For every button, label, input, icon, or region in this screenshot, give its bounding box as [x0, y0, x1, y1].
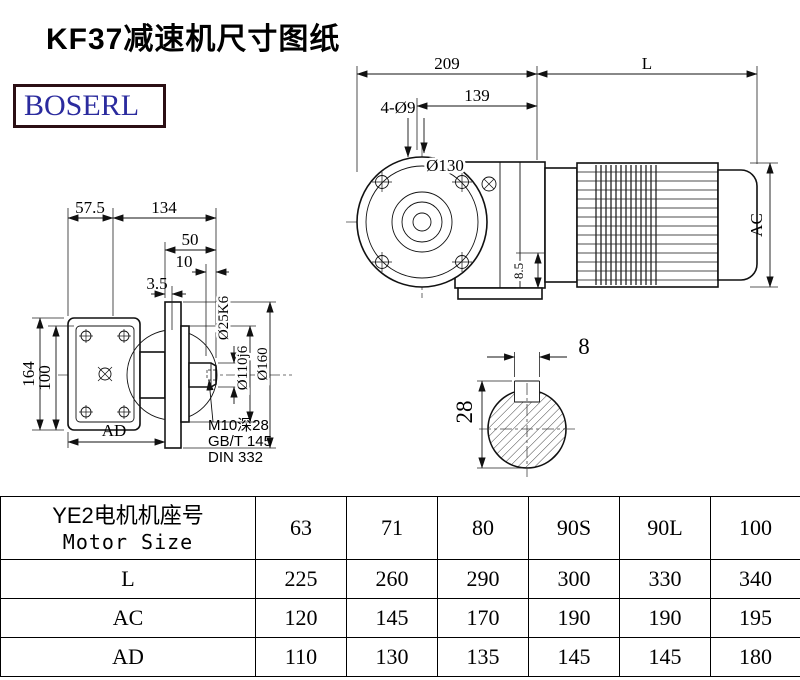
cell-AC: 145 — [346, 598, 438, 638]
cell-AD: 145 — [619, 637, 711, 677]
dim-139: 139 — [464, 86, 490, 105]
cell-L: 340 — [710, 559, 800, 599]
dim-57-5: 57.5 — [75, 198, 105, 217]
label-bolt-holes: 4-Ø9 — [381, 98, 416, 117]
label-shaft-diameter: Ø25K6 — [216, 295, 232, 340]
output-shaft — [188, 362, 217, 388]
row-label-AC: AC — [0, 598, 256, 638]
table-row-L: L 225 260 290 300 330 340 — [0, 559, 800, 599]
brand-logo: BOSERL — [13, 84, 166, 128]
cell-AD: 180 — [710, 637, 800, 677]
housing-bolts — [79, 329, 131, 419]
dim-key-height: 28 — [452, 401, 477, 424]
label-flange-diameter-front: Ø160 — [255, 347, 271, 380]
table-header-cn: YE2电机机座号 — [52, 502, 204, 528]
flange-bolt-holes — [372, 172, 472, 272]
dim-164: 164 — [19, 361, 38, 387]
label-spigot-diameter: Ø110j6 — [235, 345, 251, 390]
table-row-AD: AD 110 130 135 145 145 180 — [0, 637, 800, 677]
dim-AC: AC — [747, 213, 766, 237]
motor-end-cap — [717, 169, 758, 281]
dim-10: 10 — [176, 252, 193, 271]
dim-8-5: 8.5 — [511, 263, 526, 279]
size-col-header: 63 — [255, 496, 347, 560]
label-flange-diameter: Ø130 — [426, 156, 464, 175]
shaft-section-view: 8 28 — [452, 334, 590, 477]
cell-AC: 120 — [255, 598, 347, 638]
dim-134: 134 — [151, 198, 177, 217]
note-din-standard: DIN 332 — [208, 449, 263, 466]
cell-L: 290 — [437, 559, 529, 599]
size-col-header: 90S — [528, 496, 620, 560]
motor-stator-band — [595, 165, 657, 285]
dim-50: 50 — [182, 230, 199, 249]
cell-AC: 195 — [710, 598, 800, 638]
cell-AC: 170 — [437, 598, 529, 638]
table-header-en: Motor Size — [62, 530, 194, 555]
flange-circle — [356, 156, 488, 288]
size-col-header: 90L — [619, 496, 711, 560]
dim-209: 209 — [434, 54, 460, 73]
cell-AC: 190 — [619, 598, 711, 638]
cell-L: 330 — [619, 559, 711, 599]
table-row-AC: AC 120 145 170 190 190 195 — [0, 598, 800, 638]
motor — [544, 162, 758, 288]
motor-size-table: YE2电机机座号 Motor Size 63 71 80 90S 90L 100… — [0, 496, 800, 677]
dim-AD: AD — [102, 421, 127, 440]
size-col-header: 71 — [346, 496, 438, 560]
front-view: 57.5 134 50 10 3.5 164 100 AD Ø25K6 Ø110… — [19, 198, 292, 466]
size-col-header: 80 — [437, 496, 529, 560]
cell-AC: 190 — [528, 598, 620, 638]
cell-AD: 110 — [255, 637, 347, 677]
eyebolt-hole — [481, 176, 497, 192]
table-header-row: YE2电机机座号 Motor Size 63 71 80 90S 90L 100 — [0, 496, 800, 560]
row-label-L: L — [0, 559, 256, 599]
neck — [139, 351, 166, 399]
dim-L: L — [642, 54, 652, 73]
page-title: KF37减速机尺寸图纸 — [46, 23, 341, 56]
row-label-AD: AD — [0, 637, 256, 677]
cell-AD: 145 — [528, 637, 620, 677]
cell-AD: 130 — [346, 637, 438, 677]
dim-100: 100 — [35, 365, 54, 391]
cell-AD: 135 — [437, 637, 529, 677]
dim-3-5: 3.5 — [146, 274, 167, 293]
note-tap-hole: M10深28 — [208, 417, 269, 434]
size-col-header: 100 — [710, 496, 800, 560]
housing-center-plug — [98, 367, 112, 381]
table-header-motor-size: YE2电机机座号 Motor Size — [0, 496, 256, 560]
side-view: 209 L 139 4-Ø9 Ø130 8.5 AC — [346, 54, 778, 300]
note-gb-standard: GB/T 145 — [208, 433, 272, 450]
cell-L: 300 — [528, 559, 620, 599]
output-flange — [164, 301, 182, 449]
cell-L: 225 — [255, 559, 347, 599]
cell-L: 260 — [346, 559, 438, 599]
dim-key-width: 8 — [578, 334, 590, 359]
flange-spigot — [180, 325, 190, 423]
technical-drawing: 209 L 139 4-Ø9 Ø130 8.5 AC — [19, 54, 778, 477]
gearbox-foot — [457, 287, 543, 300]
